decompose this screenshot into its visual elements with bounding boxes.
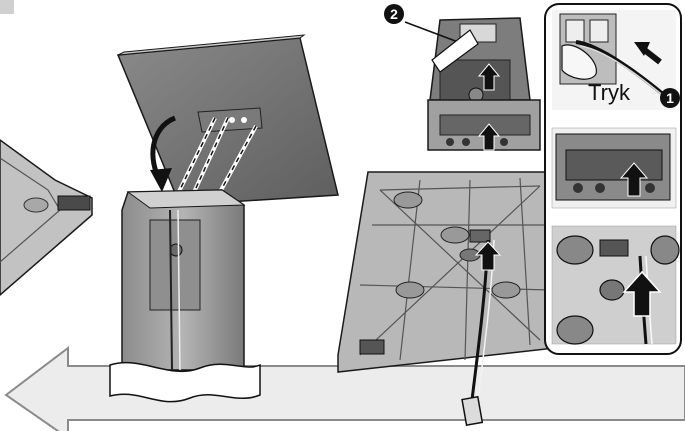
step-1-badge: 1 [660, 88, 680, 108]
step-2-badge: 2 [384, 4, 404, 24]
left-base-fragment [0, 140, 92, 295]
corner-marker [0, 0, 14, 14]
tryk-label: Tryk [588, 80, 630, 106]
stand-pillar [122, 190, 244, 370]
stand-base [338, 172, 555, 372]
cable-plug [462, 397, 482, 425]
rotate-arrow-head [150, 168, 172, 192]
inset-panel [545, 4, 681, 354]
